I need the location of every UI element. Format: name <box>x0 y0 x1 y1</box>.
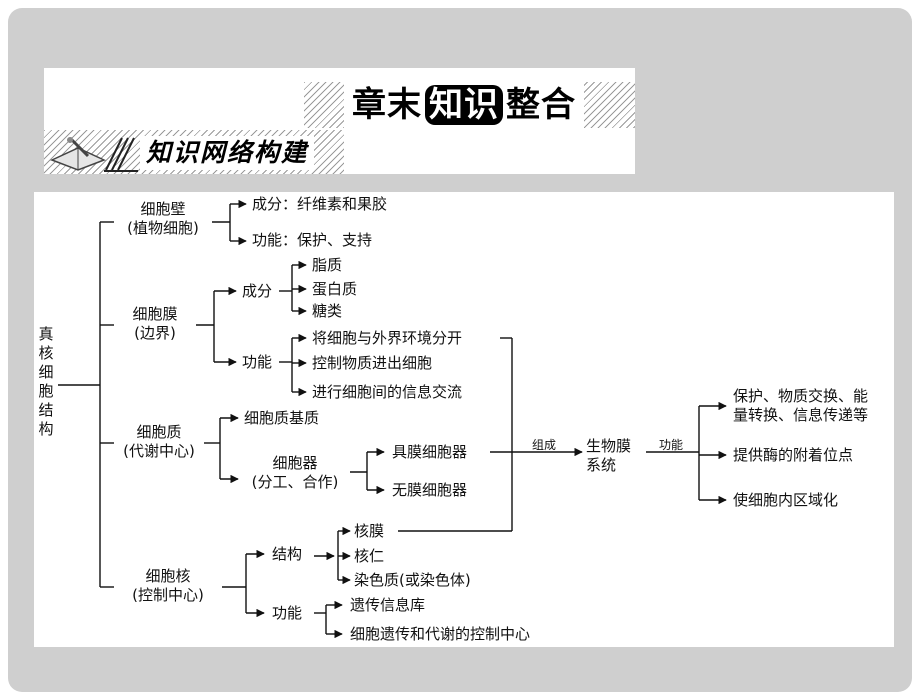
root-char: 胞 <box>38 382 54 400</box>
root-char: 真 <box>38 325 54 343</box>
nucleus-structure-item: 染色质(或染色体) <box>354 571 471 589</box>
organelles-name: 细胞器 <box>272 454 318 472</box>
nucleus-name: 细胞核 <box>145 567 191 585</box>
cell-wall-name: 细胞壁 <box>140 200 186 218</box>
membrane-composition-label: 成分 <box>242 282 273 300</box>
chapter-title-part-b: 整合 <box>506 85 576 125</box>
root-char: 核 <box>38 344 54 362</box>
membrane-composition-item: 糖类 <box>312 302 343 320</box>
membrane-node: 细胞膜 (边界) <box>114 305 196 343</box>
chapter-banner: 章末知识整合 知识网络构建 <box>44 68 635 174</box>
non-membranous-organelles: 无膜细胞器 <box>392 481 468 499</box>
nucleus-structure-item: 核膜 <box>354 522 385 540</box>
nucleus-function-label: 功能 <box>272 604 303 622</box>
biomembrane-function-label: 功能 <box>659 438 684 452</box>
membrane-composition-item: 蛋白质 <box>312 280 358 298</box>
chapter-title-part-a: 章末 <box>352 85 422 125</box>
biomembrane-system-node: 生物膜 系统 <box>586 437 631 475</box>
nucleus-structure-item: 核仁 <box>354 547 385 565</box>
biomembrane-function-1: 保护、物质交换、能 量转换、信息传递等 <box>733 387 868 425</box>
nucleus-structure-label: 结构 <box>272 545 303 563</box>
cell-wall-function: 功能：保护、支持 <box>252 231 373 249</box>
nucleus-function-item: 细胞遗传和代谢的控制中心 <box>350 625 531 643</box>
biomembrane-function-1-line1: 保护、物质交换、能 <box>733 387 869 405</box>
cell-wall-sub: (植物细胞) <box>127 219 199 237</box>
biomembrane-function-2: 提供酶的附着位点 <box>733 446 854 464</box>
connector-lines <box>58 199 727 639</box>
membrane-name: 细胞膜 <box>132 305 178 323</box>
concept-map: 真 核 细 胞 结 构 细胞壁 (植物细胞) 成分：纤维素和果胶 功能：保护、支… <box>34 192 894 647</box>
cell-wall-node: 细胞壁 (植物细胞) <box>114 200 212 238</box>
chapter-title: 章末知识整合 <box>344 82 584 128</box>
nucleus-function-item: 遗传信息库 <box>350 596 426 614</box>
membrane-sub: (边界) <box>134 324 176 342</box>
cytoplasm-name: 细胞质 <box>136 423 182 441</box>
membrane-function-item: 进行细胞间的信息交流 <box>312 383 463 401</box>
root-char: 结 <box>38 401 54 419</box>
membrane-composition-item: 脂质 <box>312 256 343 274</box>
chapter-title-highlight: 知识 <box>425 85 503 125</box>
membrane-function-item: 控制物质进出细胞 <box>312 354 433 372</box>
root-label: 真 核 细 胞 结 构 <box>36 325 56 439</box>
book-pen-icon <box>50 136 138 172</box>
cell-wall-composition: 成分：纤维素和果胶 <box>252 195 388 213</box>
organelles-sub: (分工、合作) <box>251 473 339 491</box>
compose-label: 组成 <box>532 438 557 452</box>
membrane-function-item: 将细胞与外界环境分开 <box>312 329 463 347</box>
cytoplasm-sub: (代谢中心) <box>123 442 195 460</box>
membranous-organelles: 具膜细胞器 <box>392 443 468 461</box>
section-title: 知识网络构建 <box>140 136 315 170</box>
root-char: 细 <box>38 363 54 381</box>
biomembrane-function-1-line2: 量转换、信息传递等 <box>733 406 869 424</box>
nucleus-sub: (控制中心) <box>132 586 204 604</box>
slide-background: 章末知识整合 知识网络构建 <box>8 8 912 692</box>
biomembrane-line1: 生物膜 <box>586 437 632 455</box>
nucleus-node: 细胞核 (控制中心) <box>114 567 222 605</box>
root-char: 构 <box>38 420 54 438</box>
cytoplasm-node: 细胞质 (代谢中心) <box>114 423 204 461</box>
organelles-node: 细胞器 (分工、合作) <box>240 454 350 492</box>
membrane-function-label: 功能 <box>242 353 273 371</box>
biomembrane-function-3: 使细胞内区域化 <box>733 491 839 509</box>
biomembrane-line2: 系统 <box>586 456 617 474</box>
cytoplasm-matrix: 细胞质基质 <box>244 409 320 427</box>
